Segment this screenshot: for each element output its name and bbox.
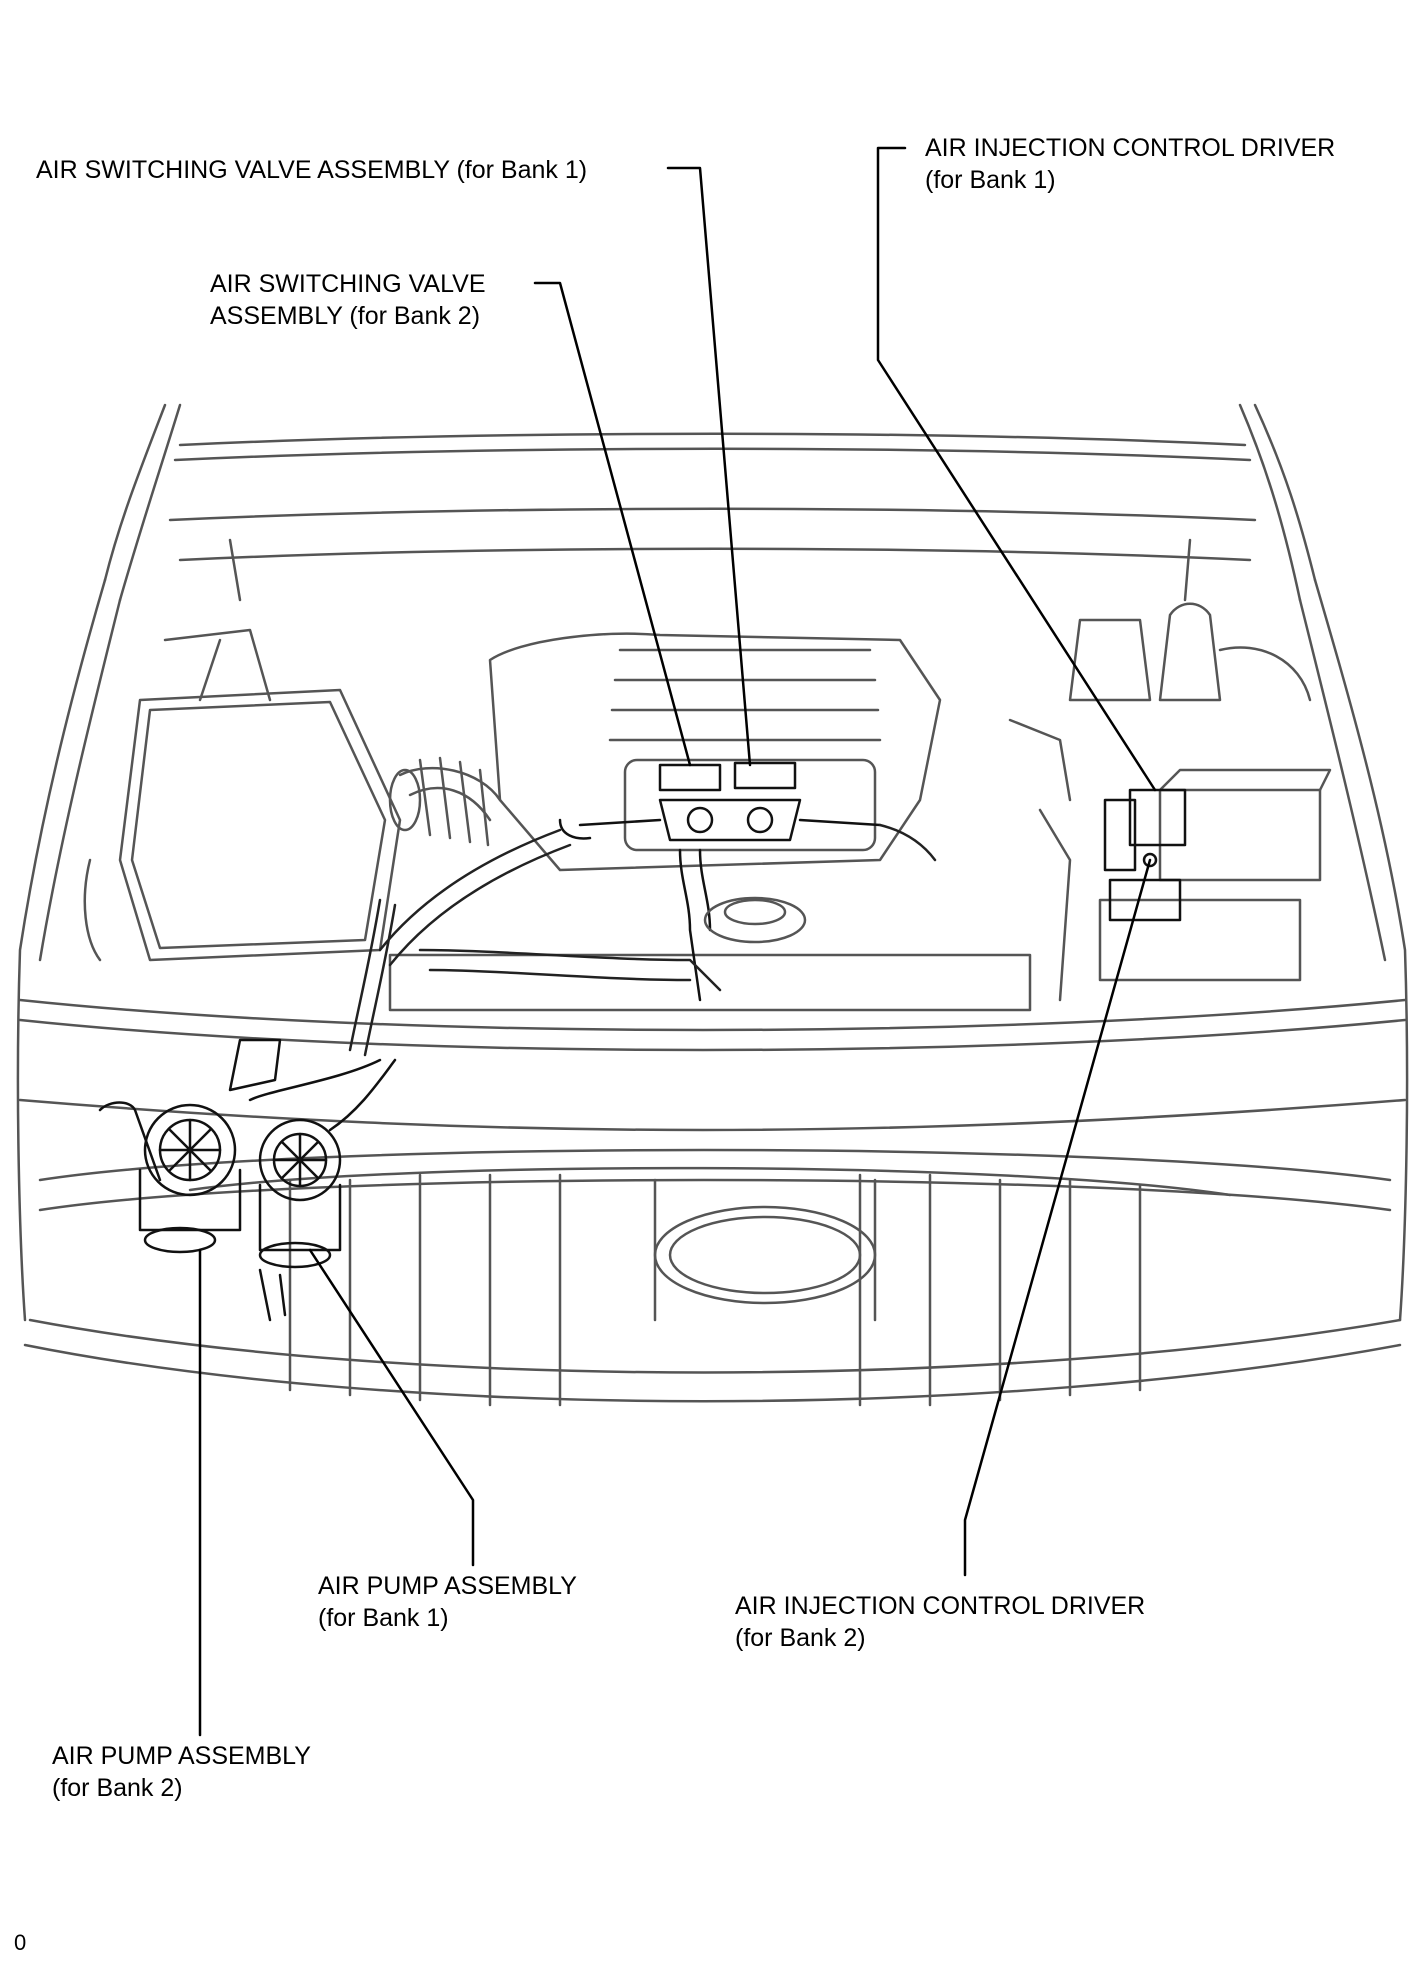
hood-outline	[103, 403, 1317, 602]
fender-outline	[16, 578, 1409, 1322]
air-switching-valves	[558, 761, 882, 1002]
intake-hose	[388, 756, 502, 847]
leader-air-injection-driver-bank2	[963, 858, 1152, 1577]
leader-air-pump-bank1	[308, 1248, 475, 1567]
label-line: (for Bank 1)	[318, 1604, 449, 1632]
label-line: (for Bank 1)	[925, 166, 1056, 194]
label-air-pump-bank1: AIR PUMP ASSEMBLY (for Bank 1)	[318, 1570, 577, 1634]
label-air-switching-valve-bank1: AIR SWITCHING VALVE ASSEMBLY (for Bank 1…	[36, 154, 587, 186]
label-line: AIR PUMP ASSEMBLY	[318, 1572, 577, 1600]
right-side-components	[1008, 602, 1332, 1002]
label-line: AIR INJECTION CONTROL DRIVER	[735, 1592, 1146, 1620]
label-air-injection-driver-bank2: AIR INJECTION CONTROL DRIVER (for Bank 2…	[735, 1590, 1145, 1654]
leader-air-switching-valve-bank2	[533, 281, 692, 767]
label-line: ASSEMBLY (for Bank 2)	[210, 302, 481, 330]
air-pumps	[98, 1038, 397, 1322]
label-line: (for Bank 2)	[52, 1774, 183, 1802]
label-air-switching-valve-bank2: AIR SWITCHING VALVE ASSEMBLY (for Bank 2…	[210, 268, 486, 332]
label-line: (for Bank 2)	[735, 1624, 866, 1652]
air-hoses	[348, 823, 937, 1057]
grille	[23, 1148, 1402, 1407]
label-line: AIR SWITCHING VALVE ASSEMBLY (for Bank 1…	[36, 156, 588, 184]
label-line: AIR INJECTION CONTROL DRIVER	[925, 134, 1336, 162]
label-air-injection-driver-bank1: AIR INJECTION CONTROL DRIVER (for Bank 1…	[925, 132, 1335, 196]
leader-air-switching-valve-bank1	[666, 166, 752, 767]
label-line: AIR PUMP ASSEMBLY	[52, 1742, 311, 1770]
radiator-cap	[703, 896, 807, 944]
label-air-pump-bank2: AIR PUMP ASSEMBLY (for Bank 2)	[52, 1740, 311, 1804]
leader-air-injection-driver-bank1	[876, 146, 1157, 792]
radiator-support	[18, 953, 1407, 1132]
air-injection-drivers	[1103, 788, 1187, 922]
corner-mark: 0	[14, 1930, 27, 1955]
label-line: AIR SWITCHING VALVE	[210, 270, 486, 298]
